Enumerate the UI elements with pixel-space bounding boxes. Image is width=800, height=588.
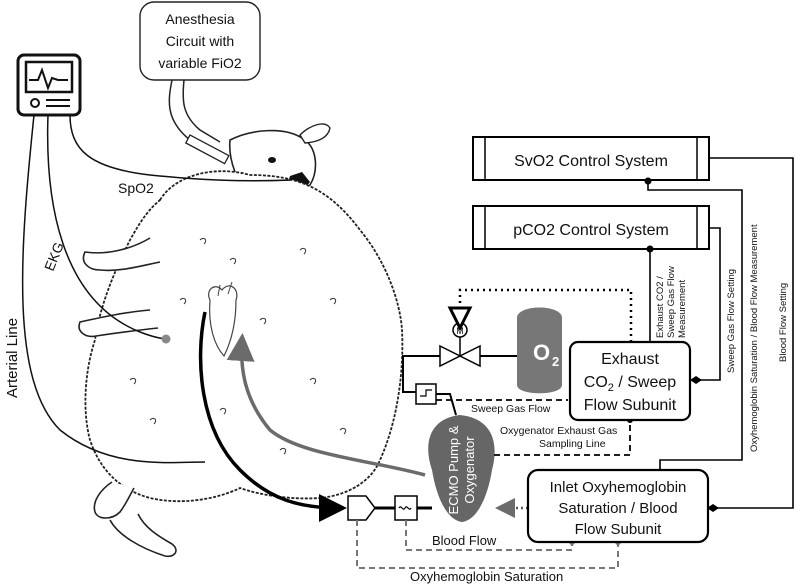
anesthesia-circuit-box: Anesthesia Circuit with variable FiO2 [139, 1, 261, 81]
exhaust-sampling-label-2: Sampling Line [539, 438, 606, 450]
flow-sensor [347, 495, 376, 521]
monitor-icon [16, 53, 82, 117]
ecmo-label-line1: ECMO Pump & [446, 425, 461, 514]
ekg-electrode [161, 334, 171, 344]
oxygenated-flow-line [226, 333, 426, 477]
ecmo-label-line2: Oxygenator [462, 436, 477, 504]
exhaust-sampling-line [494, 420, 631, 456]
exhaust-measurement-label-2: Sweep Gas Flow [666, 266, 677, 338]
svo2-label: SvO2 Control System [514, 153, 668, 170]
ekg-label: EKG [41, 240, 67, 273]
spo2-line [69, 114, 293, 182]
blood-return-line [198, 311, 347, 522]
exhaust-label-line3: Flow Subunit [584, 397, 677, 414]
exhaust-subunit: Exhaust CO2 / Sweep Flow Subunit [568, 340, 692, 422]
exhaust-label-line2: CO2 / Sweep [584, 374, 676, 394]
o2-tank-label: O [533, 340, 550, 365]
anesthesia-label-line3: variable FiO2 [158, 55, 241, 71]
ecmo-pump-oxygenator: ECMO Pump & Oxygenator [428, 415, 495, 522]
oxy-sat-label: Oxyhemoglobin Saturation [410, 569, 563, 584]
ekg-line [46, 114, 166, 340]
sweep-gas-to-ecmo [436, 393, 457, 416]
svo2-control-system: SvO2 Control System [472, 136, 710, 181]
saturation-sensor [394, 495, 418, 521]
pco2-measure-dot [646, 245, 654, 253]
pco2-label: pCO2 Control System [513, 222, 669, 239]
endotracheal-tube [184, 134, 230, 165]
o2-tank-label-sub: 2 [552, 354, 559, 369]
anesthesia-label-line1: Anesthesia [165, 11, 234, 27]
oxy-sat-dashed-line-inner [405, 520, 573, 551]
blood-flow-setting-wire [709, 157, 794, 509]
sweep-setting-wire [695, 227, 721, 381]
inlet-subunit: Inlet Oxyhemoglobin Saturation / Blood F… [526, 468, 710, 544]
svo2-measure-dot [644, 177, 652, 185]
spo2-label: SpO2 [118, 180, 154, 196]
o2-tank: O 2 [517, 307, 562, 394]
sweep-gas-line [402, 355, 440, 393]
oxy-measurement-label: Oxyhemoglobin Saturation / Blood Flow Me… [749, 224, 760, 452]
exhaust-measurement-label-1: Exhaust CO2 / [655, 276, 666, 338]
valve-control-dotted-line [460, 288, 633, 342]
exhaust-measurement-label-3: Measurement [677, 280, 688, 338]
blood-setting-diamond [707, 504, 719, 512]
arterial-line-label: Arterial Line [4, 318, 21, 398]
pco2-control-system: pCO2 Control System [472, 205, 710, 250]
blood-flow-label: Blood Flow [432, 533, 497, 548]
control-valve: M [439, 322, 481, 368]
inlet-label-line3: Flow Subunit [575, 521, 663, 538]
valve-motor-label: M [456, 326, 464, 336]
inlet-label-line1: Inlet Oxyhemoglobin [550, 479, 687, 496]
blood-setting-label: Blood Flow Setting [778, 283, 789, 362]
sweep-setting-diamond [690, 376, 702, 384]
arterial-line [21, 114, 206, 464]
oxy-sat-dashed-line-outer [356, 520, 619, 569]
exhaust-sampling-label-1: Oxygenator Exhaust Gas [500, 425, 617, 437]
oxy-measurement-wire [647, 180, 743, 470]
anesthesia-label-line2: Circuit with [166, 33, 234, 49]
exhaust-label-line1: Exhaust [601, 351, 659, 368]
inlet-label-line2: Saturation / Blood [558, 500, 677, 517]
gas-flow-sensor [415, 383, 437, 405]
sweep-setting-label: Sweep Gas Flow Setting [726, 269, 737, 373]
sweep-gas-flow-label: Sweep Gas Flow [471, 403, 551, 415]
